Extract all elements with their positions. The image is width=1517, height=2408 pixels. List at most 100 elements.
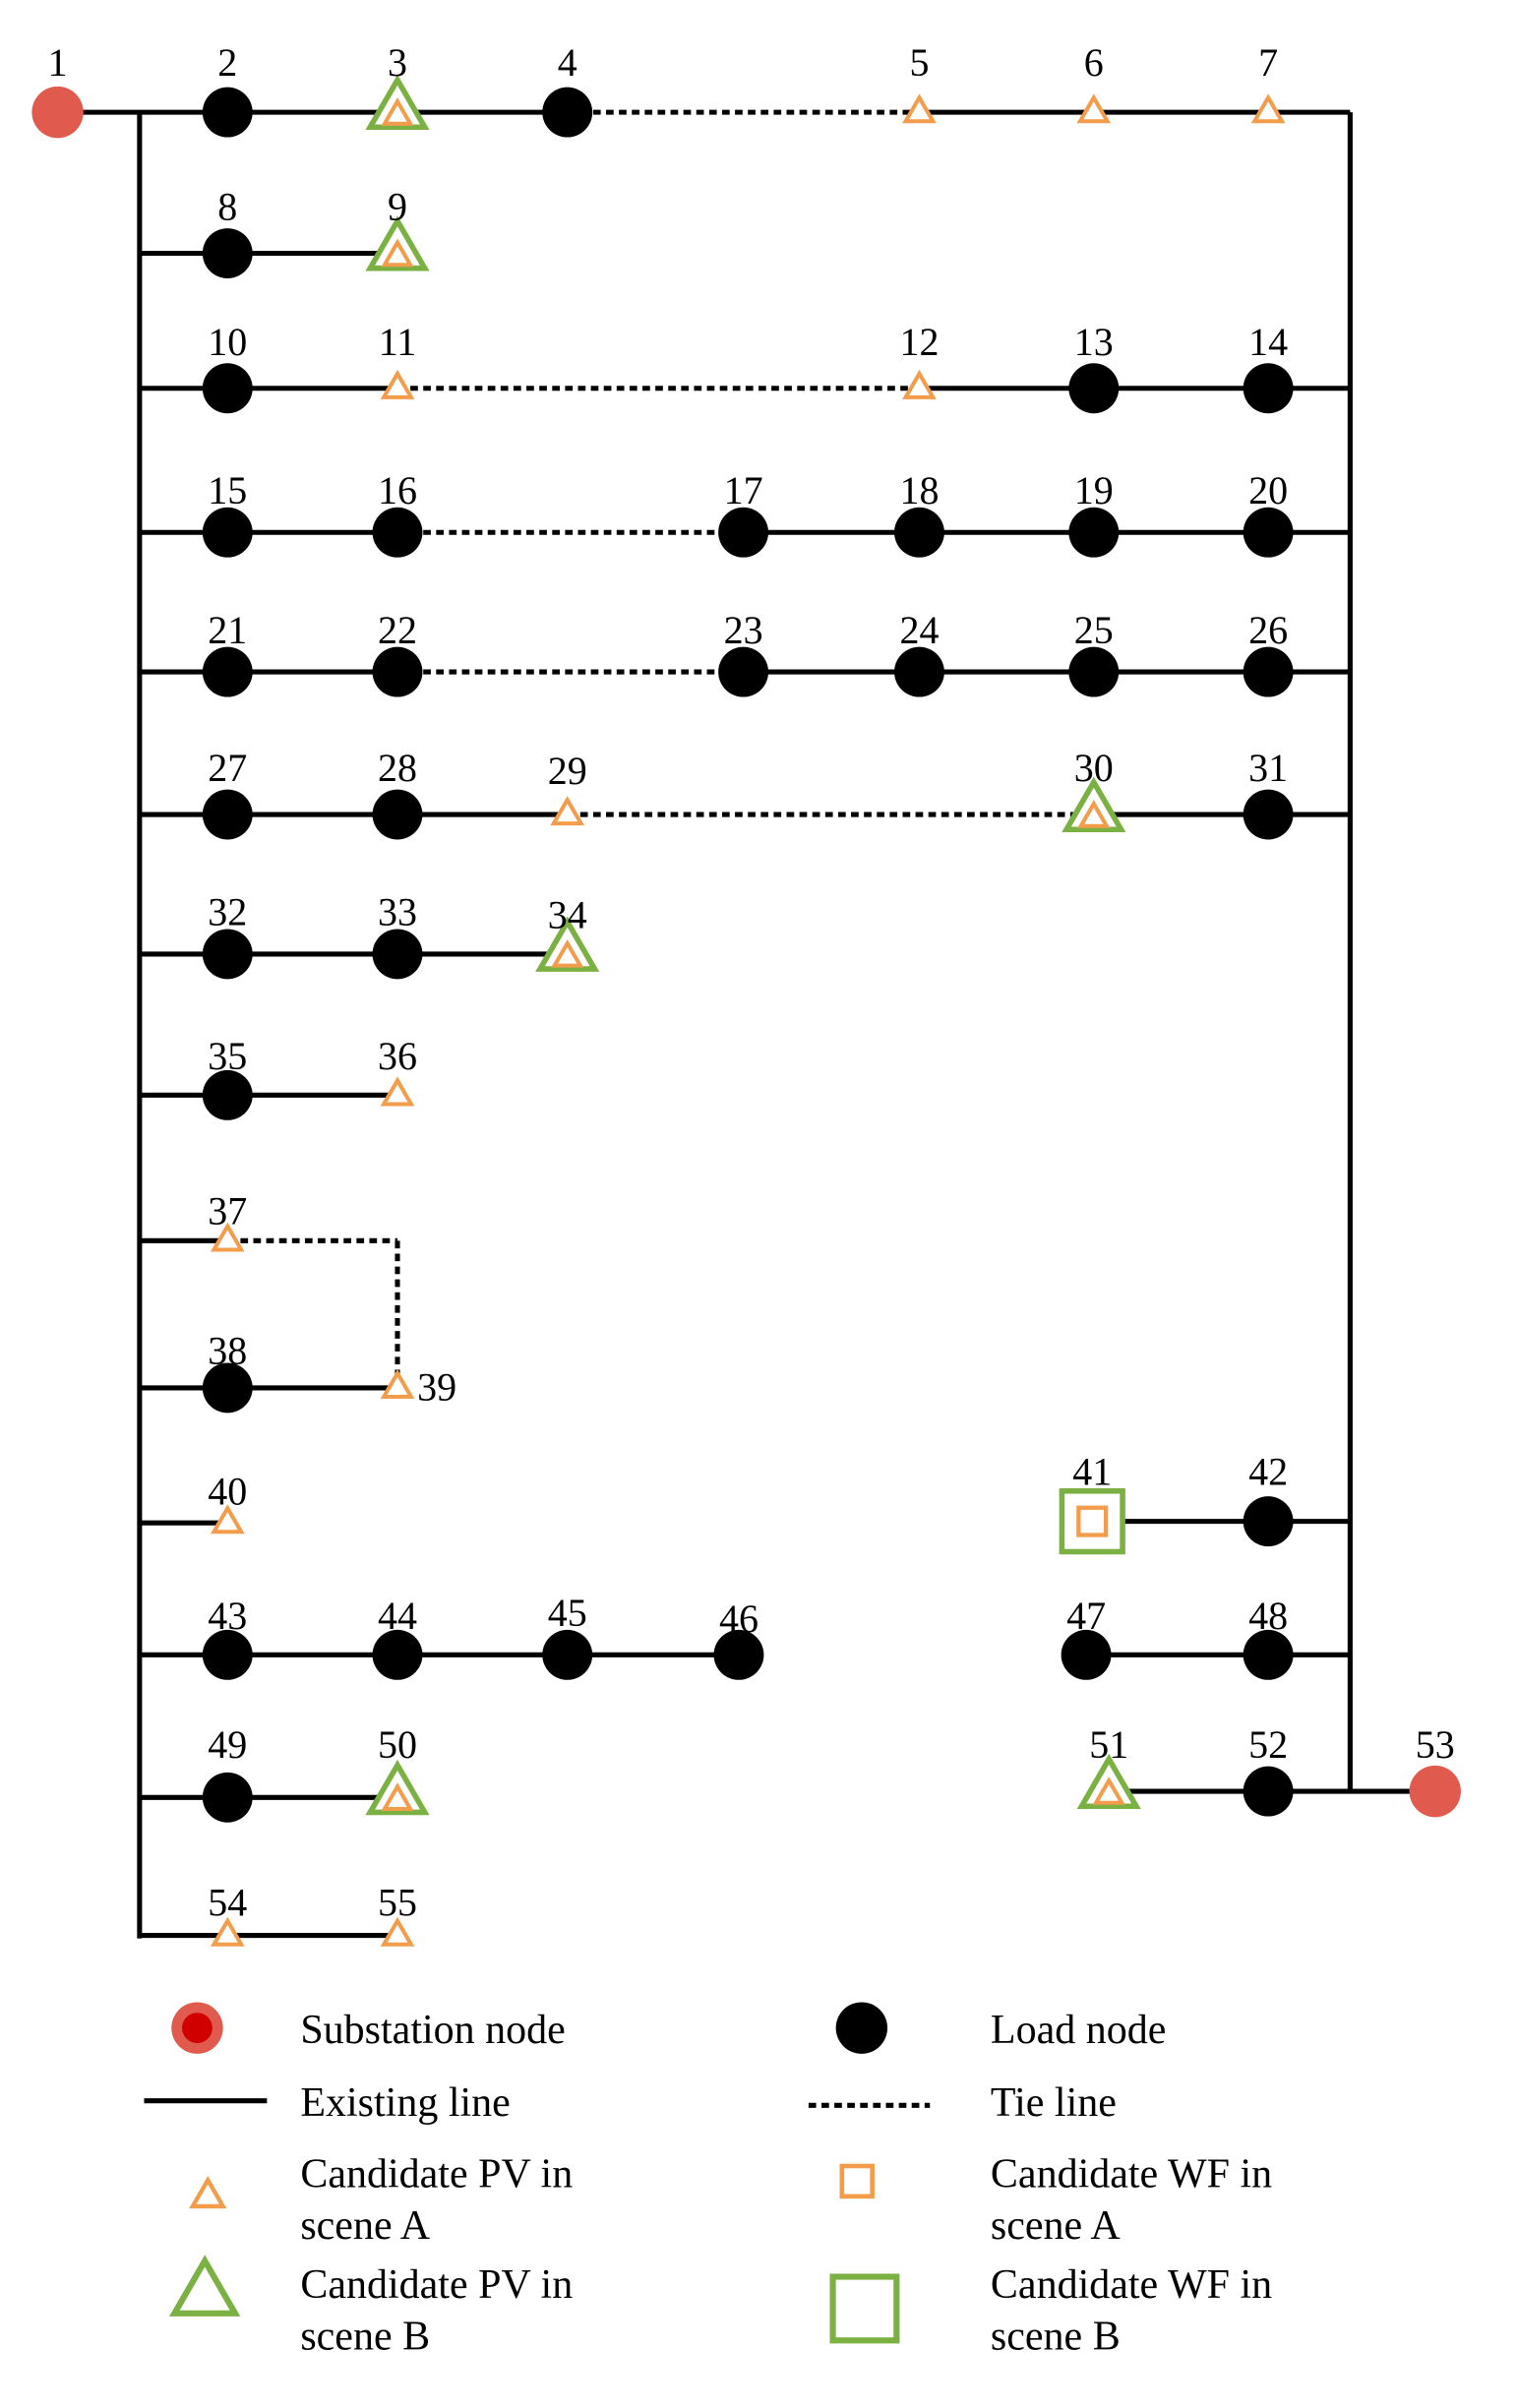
node-label-13: 13	[1074, 320, 1114, 364]
node-label-8: 8	[217, 185, 237, 229]
substation-node-1	[31, 86, 84, 139]
legend-label-wf-b: scene B	[991, 2315, 1121, 2360]
node-label-19: 19	[1074, 468, 1114, 512]
network-lines	[57, 109, 1435, 1939]
load-node-31	[1243, 789, 1294, 840]
load-node-49	[202, 1772, 253, 1823]
legend-symbol-pv-b	[168, 2255, 241, 2317]
node-label-34: 34	[548, 893, 587, 937]
node-label-37: 37	[208, 1188, 247, 1233]
node-label-7: 7	[1258, 40, 1278, 85]
pv-a-node-11	[380, 369, 415, 399]
substation-node-53	[1409, 1765, 1461, 1818]
load-node-28	[372, 789, 423, 840]
node-label-47: 47	[1066, 1594, 1106, 1638]
pv-a-node-29	[550, 796, 585, 826]
node-label-16: 16	[378, 468, 417, 512]
legend-label-pv-b: Candidate PV in	[300, 2262, 573, 2308]
legend-label-wf-b: Candidate WF in	[991, 2262, 1272, 2308]
node-label-5: 5	[909, 40, 929, 85]
load-node-17	[718, 507, 769, 558]
node-label-28: 28	[378, 746, 417, 790]
legend-label-substation: Substation node	[300, 2008, 566, 2053]
node-label-50: 50	[378, 1722, 417, 1767]
pv-a-node-55	[380, 1916, 415, 1947]
legend-label-wf-a: scene A	[991, 2203, 1121, 2249]
node-label-9: 9	[388, 185, 407, 229]
node-label-48: 48	[1248, 1594, 1288, 1638]
pv-a-node-39	[380, 1369, 415, 1400]
load-node-52	[1243, 1766, 1294, 1817]
load-node-14	[1243, 363, 1294, 414]
node-label-3: 3	[388, 40, 407, 85]
load-node-33	[372, 929, 423, 980]
legend-symbol-wf-b	[829, 2273, 900, 2344]
node-label-31: 31	[1248, 746, 1288, 790]
pv-a-node-12	[902, 369, 937, 399]
node-label-11: 11	[379, 320, 417, 364]
load-node-10	[202, 363, 253, 414]
pv-a-node-9	[381, 238, 414, 268]
load-node-42	[1243, 1496, 1294, 1547]
legend-label-wf-a: Candidate WF in	[991, 2152, 1272, 2197]
load-node-18	[894, 507, 944, 558]
node-label-17: 17	[724, 468, 763, 512]
node-label-15: 15	[208, 468, 247, 512]
node-label-25: 25	[1074, 608, 1114, 652]
node-label-24: 24	[899, 608, 939, 652]
load-node-46	[713, 1629, 764, 1680]
node-label-4: 4	[558, 40, 577, 85]
pv-a-node-40	[210, 1504, 245, 1535]
wf-a-node-41	[1076, 1505, 1109, 1537]
node-label-35: 35	[208, 1034, 247, 1078]
node-label-27: 27	[208, 746, 247, 790]
pv-a-node-3	[381, 97, 414, 126]
pv-a-node-37	[210, 1222, 245, 1252]
load-node-13	[1068, 363, 1120, 414]
load-node-15	[202, 507, 253, 558]
legend-label-existing-line: Existing line	[300, 2080, 511, 2126]
load-node-43	[202, 1629, 253, 1680]
legend-symbol-wf-a	[839, 2163, 875, 2199]
node-label-21: 21	[208, 608, 247, 652]
node-label-49: 49	[208, 1722, 247, 1767]
node-label-52: 52	[1248, 1722, 1288, 1767]
load-node-48	[1243, 1629, 1294, 1680]
node-label-29: 29	[548, 749, 587, 793]
load-node-19	[1068, 507, 1120, 558]
node-label-12: 12	[899, 320, 939, 364]
load-node-27	[202, 789, 253, 840]
node-label-39: 39	[417, 1364, 456, 1409]
load-node-22	[372, 646, 423, 697]
legend-label-pv-b: scene B	[300, 2315, 430, 2360]
pv-a-node-30	[1077, 800, 1111, 828]
node-label-14: 14	[1248, 320, 1288, 364]
node-label-51: 51	[1089, 1722, 1128, 1767]
load-node-21	[202, 646, 253, 697]
node-label-32: 32	[208, 890, 247, 934]
node-label-2: 2	[217, 40, 237, 85]
node-label-54: 54	[208, 1881, 247, 1925]
load-node-45	[542, 1629, 593, 1680]
load-node-44	[372, 1629, 423, 1680]
node-label-43: 43	[208, 1594, 247, 1638]
load-node-4	[542, 87, 593, 138]
node-label-1: 1	[48, 40, 68, 85]
node-label-45: 45	[548, 1591, 587, 1635]
node-label-40: 40	[208, 1470, 247, 1514]
load-node-25	[1068, 646, 1120, 697]
legend-label-pv-a: Candidate PV in	[300, 2152, 573, 2197]
node-label-53: 53	[1416, 1722, 1455, 1767]
legend-label-pv-a: scene A	[300, 2203, 430, 2249]
pv-a-node-5	[902, 93, 937, 124]
node-label-26: 26	[1248, 608, 1288, 652]
node-label-42: 42	[1248, 1450, 1288, 1494]
load-node-35	[202, 1069, 253, 1120]
legend-symbol-pv-a	[189, 2175, 227, 2209]
node-label-55: 55	[378, 1881, 417, 1925]
node-label-20: 20	[1248, 468, 1288, 512]
pv-a-node-51	[1092, 1776, 1125, 1805]
load-node-20	[1243, 507, 1294, 558]
